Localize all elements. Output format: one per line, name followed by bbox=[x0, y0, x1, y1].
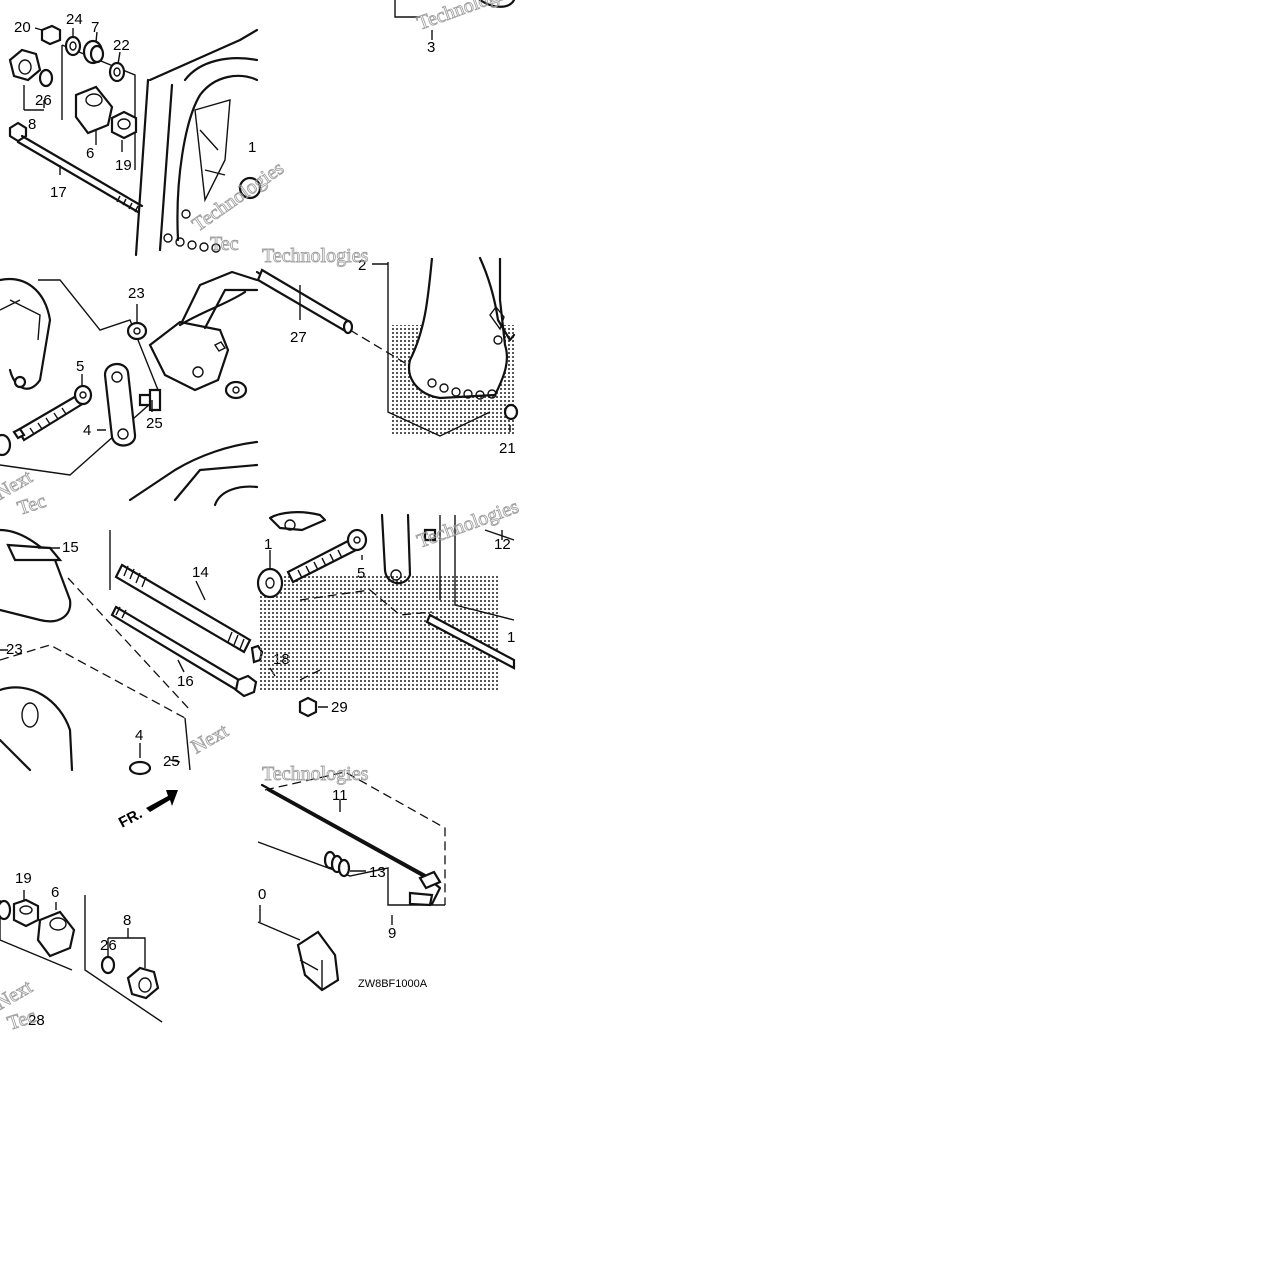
tile-bottom-middle: 11 13 9 0 ZW8BF1000A Technologies bbox=[257, 763, 446, 992]
tile-middle-center: 2 27 21 Technologies bbox=[255, 245, 519, 457]
spring-13-part bbox=[323, 850, 351, 878]
label-23: 23 bbox=[128, 285, 145, 302]
label-3: 3 bbox=[427, 39, 435, 56]
label-26: 26 bbox=[35, 92, 52, 109]
label-4: 4 bbox=[83, 422, 91, 439]
rod-5-part bbox=[0, 384, 93, 457]
label-9: 9 bbox=[388, 925, 396, 942]
front-arrow-icon bbox=[146, 790, 178, 812]
shaft-16-part bbox=[110, 605, 258, 698]
label-19: 19 bbox=[15, 870, 32, 887]
watermark: Technologies bbox=[262, 245, 369, 267]
washer-24-part bbox=[64, 35, 82, 57]
label-29: 29 bbox=[331, 699, 348, 716]
washer-1-part bbox=[256, 567, 284, 599]
swivel-holes bbox=[427, 378, 497, 400]
lever-11-part bbox=[260, 783, 442, 907]
bushing-6-lower bbox=[36, 910, 76, 958]
watermark: Tec bbox=[210, 233, 239, 255]
washer-26-lower bbox=[100, 955, 116, 975]
nut-19-part bbox=[110, 110, 138, 140]
tile-bottom-left: FR. 19 6 8 26 28 Next Tec bbox=[0, 790, 178, 1035]
label-1: 1 bbox=[264, 536, 272, 553]
label-23: 23 bbox=[6, 641, 23, 658]
cradle-part bbox=[148, 270, 259, 392]
nut-29-part bbox=[298, 696, 318, 718]
label-27: 27 bbox=[290, 329, 307, 346]
label-11: 11 bbox=[332, 787, 348, 804]
label-20: 20 bbox=[14, 19, 31, 36]
knob-10-part bbox=[296, 930, 340, 992]
nut-20-part bbox=[40, 24, 62, 46]
tile-lower-middle: 1 5 12 1 29 Technologies bbox=[256, 495, 522, 718]
label-25: 25 bbox=[163, 753, 180, 770]
label-25: 25 bbox=[146, 415, 163, 432]
tile-top-middle: Technologies 3 bbox=[394, 0, 522, 56]
bolt-25-part bbox=[138, 388, 162, 412]
watermark: Tec bbox=[15, 490, 49, 520]
label-12: 12 bbox=[494, 536, 511, 553]
label-2: 2 bbox=[358, 257, 366, 274]
label-4: 4 bbox=[135, 727, 143, 744]
label-26: 26 bbox=[100, 937, 117, 954]
tile-lower-left: 15 14 23 16 18 4 25 Next bbox=[0, 528, 290, 776]
label-0: 0 bbox=[258, 886, 266, 903]
label-15: 15 bbox=[62, 539, 79, 556]
label-21: 21 bbox=[499, 440, 516, 457]
label-28: 28 bbox=[28, 1012, 45, 1029]
label-5: 5 bbox=[76, 358, 84, 375]
rod-5-lower-part bbox=[286, 528, 368, 584]
watermark: Next bbox=[188, 720, 233, 759]
watermark: Technologies bbox=[262, 763, 369, 785]
bushing-6-part bbox=[74, 85, 114, 135]
nut-8-part bbox=[8, 48, 42, 82]
rod-right-part bbox=[425, 613, 516, 670]
nut-19-lower bbox=[12, 898, 40, 928]
washer-22-part bbox=[108, 61, 126, 83]
link-plate-4-part bbox=[103, 363, 137, 447]
label-17: 17 bbox=[50, 184, 67, 201]
label-8: 8 bbox=[28, 116, 36, 133]
label-6: 6 bbox=[51, 884, 59, 901]
bracket-holes bbox=[163, 209, 221, 253]
label-13: 13 bbox=[369, 864, 386, 881]
tile-top-left: 20 24 7 22 26 8 6 19 17 1 Technologies T… bbox=[8, 11, 289, 257]
label-24: 24 bbox=[66, 11, 83, 28]
spring-7-part bbox=[82, 39, 105, 65]
bolt-17-part bbox=[8, 121, 144, 214]
label-14: 14 bbox=[192, 564, 209, 581]
label-22: 22 bbox=[113, 37, 130, 54]
tile-middle-left: 23 5 4 25 Next Tec bbox=[0, 270, 259, 520]
spacer-4-lower bbox=[128, 760, 152, 776]
shaft-14-part bbox=[114, 563, 252, 654]
label-1: 1 bbox=[248, 139, 256, 156]
watermark: Technologies bbox=[188, 157, 288, 236]
front-marker: FR. bbox=[116, 805, 145, 831]
label-6: 6 bbox=[86, 145, 94, 162]
label-1: 1 bbox=[507, 629, 515, 646]
label-19: 19 bbox=[115, 157, 132, 174]
label-7: 7 bbox=[91, 19, 99, 36]
label-16: 16 bbox=[177, 673, 194, 690]
label-8: 8 bbox=[123, 912, 131, 929]
nut-8-lower bbox=[126, 966, 160, 1000]
diagram-code: ZW8BF1000A bbox=[358, 978, 428, 990]
washer-23-part bbox=[126, 321, 148, 341]
washer-26-part bbox=[38, 68, 54, 88]
label-5: 5 bbox=[357, 565, 365, 582]
